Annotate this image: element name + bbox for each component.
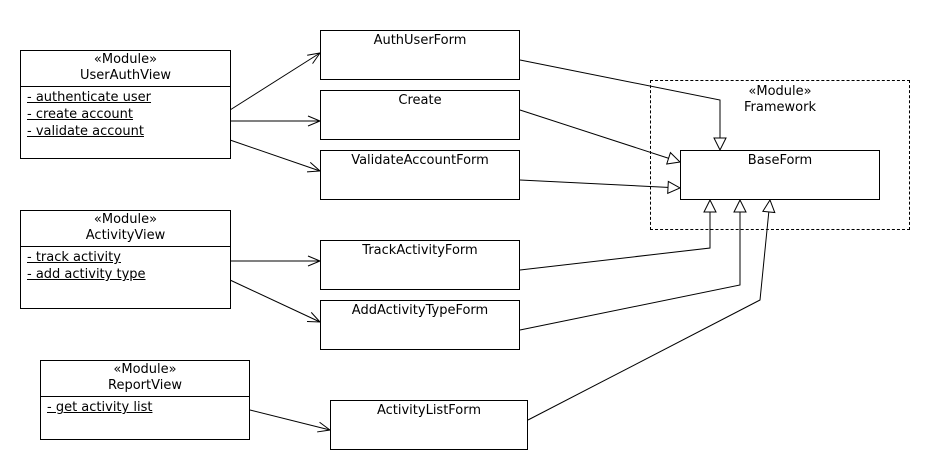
form-validateaccountform: ValidateAccountForm [320, 150, 520, 200]
form-authuserform: AuthUserForm [320, 30, 520, 80]
module-activityview-divider [21, 246, 230, 247]
module-userauthview-name: UserAuthView [80, 68, 171, 83]
gen-trackactivityform-baseform [519, 200, 710, 271]
framework-stereotype: «Module» [748, 84, 812, 99]
module-reportview-divider [41, 396, 249, 397]
form-authuserform-label: AuthUserForm [373, 33, 467, 48]
form-activitylistform: ActivityListForm [330, 400, 528, 450]
form-trackactivityform-label: TrackActivityForm [362, 243, 478, 258]
module-reportview-stereotype: «Module» [113, 362, 177, 377]
operation-validate-account: - validate account [27, 124, 144, 139]
gen-create-baseform [519, 109, 680, 162]
gen-activitylistform-baseform [527, 200, 770, 421]
form-create: Create [320, 90, 520, 140]
assoc-report-activitylistform [249, 409, 330, 430]
operation-authenticate-user: - authenticate user [27, 90, 152, 105]
framework-package [650, 80, 910, 230]
form-create-label: Create [398, 93, 442, 108]
module-userauthview-stereotype: «Module» [93, 52, 158, 67]
gen-validateaccountform-baseform [519, 179, 680, 188]
operation-track-activity: - track activity [27, 250, 121, 265]
form-baseform: BaseForm [680, 150, 880, 200]
module-reportview-name: ReportView [108, 378, 182, 393]
form-addactivitytypeform: AddActivityTypeForm [320, 300, 520, 350]
module-reportview-operations: - get activity list [41, 397, 249, 416]
module-activityview-name: ActivityView [85, 228, 166, 243]
module-userauthview: «Module» UserAuthView - authenticate use… [20, 50, 231, 159]
assoc-activity-addactivitytypeform [229, 279, 320, 322]
form-baseform-label: BaseForm [747, 153, 813, 168]
gen-authuserform-baseform [519, 59, 720, 150]
form-activitylistform-label: ActivityListForm [376, 403, 482, 418]
module-activityview-operations: - track activity - add activity type [21, 247, 230, 283]
gen-addactivitytypeform-baseform [519, 200, 740, 331]
module-activityview: «Module» ActivityView - track activity -… [20, 210, 231, 309]
framework-name: Framework [744, 100, 816, 115]
form-addactivitytypeform-label: AddActivityTypeForm [351, 303, 489, 318]
module-reportview: «Module» ReportView - get activity list [40, 360, 250, 440]
operation-get-activity-list: - get activity list [47, 400, 153, 415]
form-trackactivityform: TrackActivityForm [320, 240, 520, 290]
assoc-userauth-authuserform [229, 53, 320, 111]
operation-create-account: - create account [27, 107, 134, 122]
framework-package-title: «Module» Framework [650, 84, 910, 116]
module-userauthview-operations: - authenticate user - create account - v… [21, 87, 230, 140]
operation-add-activity-type: - add activity type [27, 267, 146, 282]
module-userauthview-divider [21, 86, 230, 87]
module-activityview-stereotype: «Module» [93, 212, 158, 227]
assoc-userauth-validateaccountform [229, 139, 320, 171]
form-validateaccountform-label: ValidateAccountForm [351, 153, 489, 168]
